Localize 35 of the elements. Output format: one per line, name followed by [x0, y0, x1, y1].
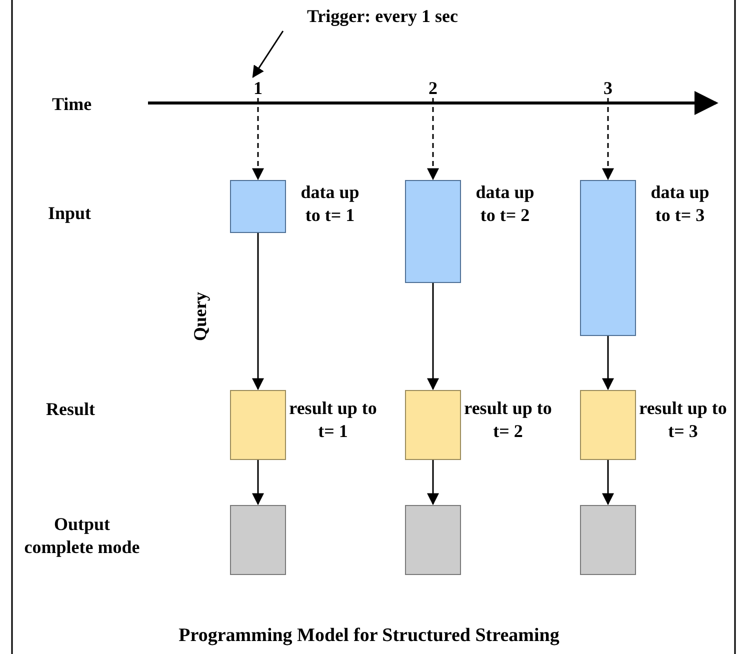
node-caption: result up to t= 1 — [288, 397, 378, 443]
node-caption: result up to t= 2 — [463, 397, 553, 443]
input-process-box — [230, 180, 286, 233]
row-label: Input — [48, 202, 92, 225]
row-label: Time — [52, 93, 92, 116]
arrow — [427, 283, 439, 390]
node-caption: data up to t= 2 — [474, 181, 536, 227]
output-process-box — [405, 505, 461, 575]
node-caption: data up to t= 3 — [650, 181, 710, 227]
arrow — [252, 233, 264, 390]
axis-label: Query — [189, 292, 211, 341]
tick-label: 3 — [600, 77, 616, 98]
arrow — [602, 336, 614, 390]
node-caption: data up to t= 1 — [300, 181, 360, 227]
node-caption: result up to t= 3 — [638, 397, 728, 443]
trigger-label: Trigger: every 1 sec — [245, 5, 520, 31]
caption: Programming Model for Structured Streaming — [178, 624, 560, 647]
output-process-box — [230, 505, 286, 575]
dashed-arrow — [252, 98, 264, 180]
input-process-box — [405, 180, 461, 283]
arrow — [252, 30, 284, 78]
dashed-arrow — [427, 98, 439, 180]
arrow — [427, 460, 439, 506]
tick-label: 2 — [425, 77, 441, 98]
result-process-box — [230, 390, 286, 460]
result-process-box — [405, 390, 461, 460]
result-process-box — [580, 390, 636, 460]
row-label: Output complete mode — [23, 513, 141, 559]
arrow — [252, 460, 264, 506]
output-process-box — [580, 505, 636, 575]
dashed-arrow — [602, 98, 614, 180]
tick-label: 1 — [250, 77, 266, 98]
arrow — [602, 460, 614, 506]
row-label: Result — [46, 398, 95, 421]
input-process-box — [580, 180, 636, 336]
